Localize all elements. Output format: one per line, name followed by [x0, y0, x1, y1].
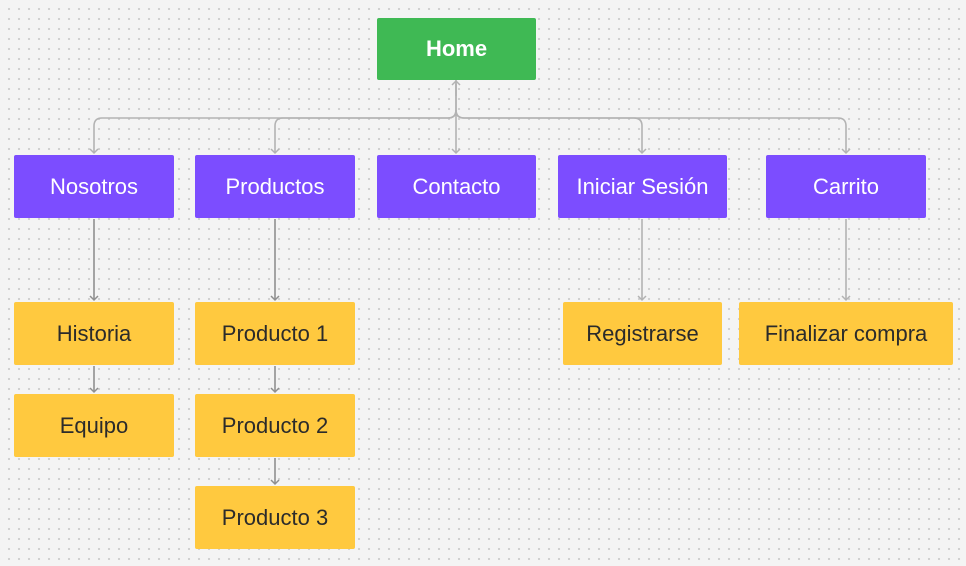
node-producto-3[interactable]: Producto 3 [195, 486, 355, 549]
node-producto-2[interactable]: Producto 2 [195, 394, 355, 457]
node-carrito[interactable]: Carrito [766, 155, 926, 218]
node-equipo[interactable]: Equipo [14, 394, 174, 457]
connector-home-iniciar-sesion [455, 109, 647, 155]
node-productos[interactable]: Productos [195, 155, 355, 218]
connector-home-carrito [455, 109, 851, 155]
node-finalizar-compra[interactable]: Finalizar compra [739, 302, 953, 365]
node-home[interactable]: Home [377, 18, 536, 80]
node-contacto[interactable]: Contacto [377, 155, 536, 218]
node-iniciar-sesion[interactable]: Iniciar Sesión [558, 155, 727, 218]
node-registrarse[interactable]: Registrarse [563, 302, 722, 365]
node-producto-1[interactable]: Producto 1 [195, 302, 355, 365]
node-historia[interactable]: Historia [14, 302, 174, 365]
node-nosotros[interactable]: Nosotros [14, 155, 174, 218]
connector-home-productos [270, 109, 457, 155]
